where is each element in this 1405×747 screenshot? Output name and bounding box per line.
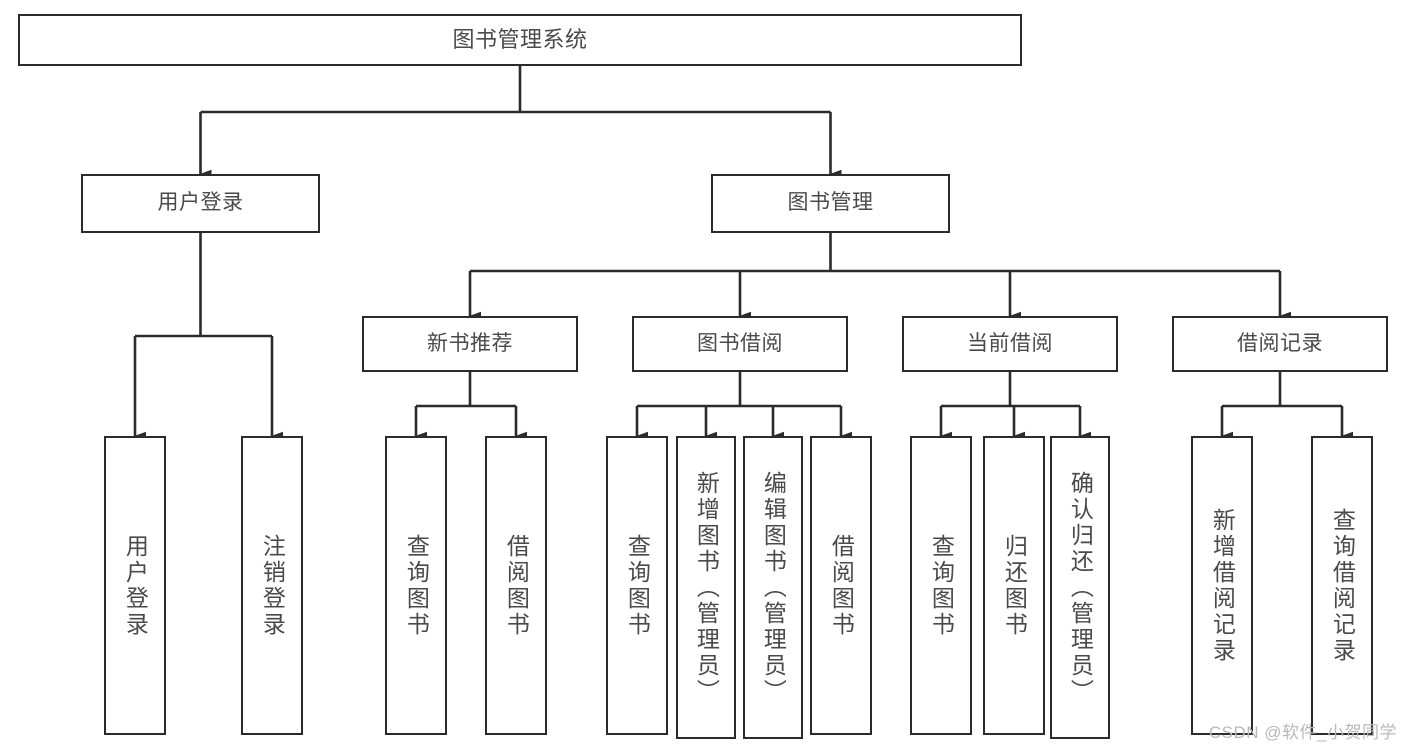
node-l3-c4[interactable]: 借阅图书 — [810, 436, 872, 735]
node-l3-a2[interactable]: 注销登录 — [241, 436, 303, 735]
node-root[interactable]: 图书管理系统 — [18, 14, 1022, 66]
node-label: 借阅图书 — [828, 533, 855, 638]
node-l2-borrow[interactable]: 图书借阅 — [632, 316, 848, 372]
node-l3-e2[interactable]: 查询借阅记录 — [1311, 436, 1373, 735]
csdn-watermark: CSDN @软件_小贺同学 — [1208, 723, 1397, 742]
node-label: 注销登录 — [259, 533, 286, 638]
node-l3-c3[interactable]: 编辑图书（管理员） — [743, 436, 803, 739]
node-label: 用户登录 — [157, 191, 244, 215]
node-label: 当前借阅 — [967, 331, 1053, 355]
node-l3-d1[interactable]: 查询图书 — [910, 436, 972, 735]
node-l3-b1[interactable]: 查询图书 — [385, 436, 447, 735]
node-label: 新增借阅记录 — [1209, 507, 1236, 664]
node-label: 新增图书（管理员） — [693, 470, 720, 705]
node-l3-a1[interactable]: 用户登录 — [104, 436, 166, 735]
node-l3-b2[interactable]: 借阅图书 — [485, 436, 547, 735]
node-label: 编辑图书（管理员） — [760, 470, 787, 705]
node-label: 查询图书 — [928, 533, 955, 638]
node-l3-d3[interactable]: 确认归还（管理员） — [1050, 436, 1110, 739]
node-l3-c1[interactable]: 查询图书 — [606, 436, 668, 735]
node-label: 用户登录 — [122, 533, 149, 638]
node-label: 新书推荐 — [427, 331, 513, 355]
node-label: 图书管理系统 — [452, 27, 588, 53]
node-label: 借阅记录 — [1237, 331, 1323, 355]
node-label: 图书管理 — [787, 191, 874, 215]
node-label: 归还图书 — [1001, 533, 1028, 638]
node-label: 借阅图书 — [503, 533, 530, 638]
node-label: 查询图书 — [403, 533, 430, 638]
node-l2-current[interactable]: 当前借阅 — [902, 316, 1118, 372]
node-label: 确认归还（管理员） — [1067, 470, 1094, 705]
node-label: 查询图书 — [624, 533, 651, 638]
node-l3-c2[interactable]: 新增图书（管理员） — [676, 436, 736, 739]
node-l3-e1[interactable]: 新增借阅记录 — [1191, 436, 1253, 735]
connector-lines — [133, 66, 1353, 441]
node-label: 图书借阅 — [697, 331, 783, 355]
node-label: 查询借阅记录 — [1329, 507, 1356, 664]
node-l2-record[interactable]: 借阅记录 — [1172, 316, 1388, 372]
node-l1-login[interactable]: 用户登录 — [81, 174, 320, 233]
node-l3-d2[interactable]: 归还图书 — [983, 436, 1045, 735]
node-l1-book[interactable]: 图书管理 — [711, 174, 950, 233]
node-l2-new[interactable]: 新书推荐 — [362, 316, 578, 372]
